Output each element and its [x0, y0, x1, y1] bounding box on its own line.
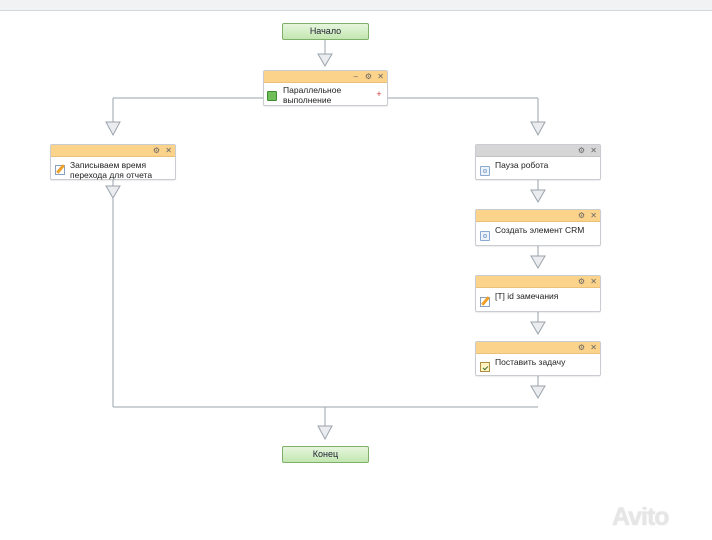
- activity-block-set-variable[interactable]: ⚙ ✕ [T] id замечания: [475, 275, 601, 312]
- edit-icon: [480, 297, 490, 307]
- window-top-bar: [0, 0, 712, 11]
- arrow: [105, 185, 121, 199]
- activity-block-robot-pause[interactable]: ⚙ ✕ Пауза робота: [475, 144, 601, 180]
- plus-icon[interactable]: +: [376, 89, 382, 99]
- close-icon[interactable]: ✕: [590, 343, 597, 352]
- activity-label: Поставить задачу: [495, 357, 566, 367]
- arrow: [530, 189, 546, 203]
- parallel-execution-block[interactable]: – ⚙ ✕ Параллельное выполнение +: [263, 70, 388, 106]
- start-node[interactable]: Начало: [282, 23, 369, 40]
- edit-icon: [55, 165, 65, 175]
- arrow: [530, 121, 546, 137]
- arrow: [317, 425, 333, 441]
- watermark-text: Avito: [612, 503, 670, 531]
- parallel-label-line1: Параллельное: [283, 85, 342, 95]
- activity-block-create-crm[interactable]: ⚙ ✕ Создать элемент CRM: [475, 209, 601, 246]
- gear-icon[interactable]: ⚙: [577, 211, 585, 220]
- activity-block-record-time[interactable]: ⚙ ✕ Записываем время перехода для отчета: [50, 144, 176, 180]
- gear-icon[interactable]: ⚙: [364, 72, 372, 81]
- block-header: ⚙ ✕: [476, 145, 600, 157]
- task-icon: [480, 362, 490, 372]
- block-header: ⚙ ✕: [51, 145, 175, 157]
- activity-label: Создать элемент CRM: [495, 225, 585, 235]
- close-icon[interactable]: ✕: [590, 146, 597, 155]
- close-icon[interactable]: ✕: [377, 72, 384, 81]
- block-header: ⚙ ✕: [476, 210, 600, 222]
- close-icon[interactable]: ✕: [165, 146, 172, 155]
- activity-label-line1: Записываем время: [70, 160, 147, 170]
- arrow: [530, 385, 546, 399]
- avito-logo-icon: Avito: [612, 503, 670, 532]
- block-header: – ⚙ ✕: [264, 71, 387, 83]
- gear-icon[interactable]: ⚙: [577, 277, 585, 286]
- arrow: [317, 53, 333, 67]
- end-node[interactable]: Конец: [282, 446, 369, 463]
- robot-icon: [480, 166, 490, 176]
- parallel-label-line2: выполнение: [283, 95, 332, 105]
- activity-block-assign-task[interactable]: ⚙ ✕ Поставить задачу: [475, 341, 601, 376]
- arrow: [105, 121, 121, 137]
- arrow: [530, 321, 546, 335]
- minimize-icon[interactable]: –: [353, 72, 358, 81]
- parallel-icon: [267, 91, 277, 101]
- robot-icon: [480, 231, 490, 241]
- end-node-label: Конец: [312, 449, 339, 459]
- start-node-label: Начало: [309, 26, 342, 36]
- block-header: ⚙ ✕: [476, 276, 600, 288]
- arrow: [530, 255, 546, 269]
- block-header: ⚙ ✕: [476, 342, 600, 354]
- close-icon[interactable]: ✕: [590, 277, 597, 286]
- gear-icon[interactable]: ⚙: [577, 146, 585, 155]
- activity-label: Пауза робота: [495, 160, 549, 170]
- close-icon[interactable]: ✕: [590, 211, 597, 220]
- gear-icon[interactable]: ⚙: [152, 146, 160, 155]
- activity-label-line2: перехода для отчета: [70, 170, 153, 180]
- activity-label: [T] id замечания: [495, 291, 559, 301]
- gear-icon[interactable]: ⚙: [577, 343, 585, 352]
